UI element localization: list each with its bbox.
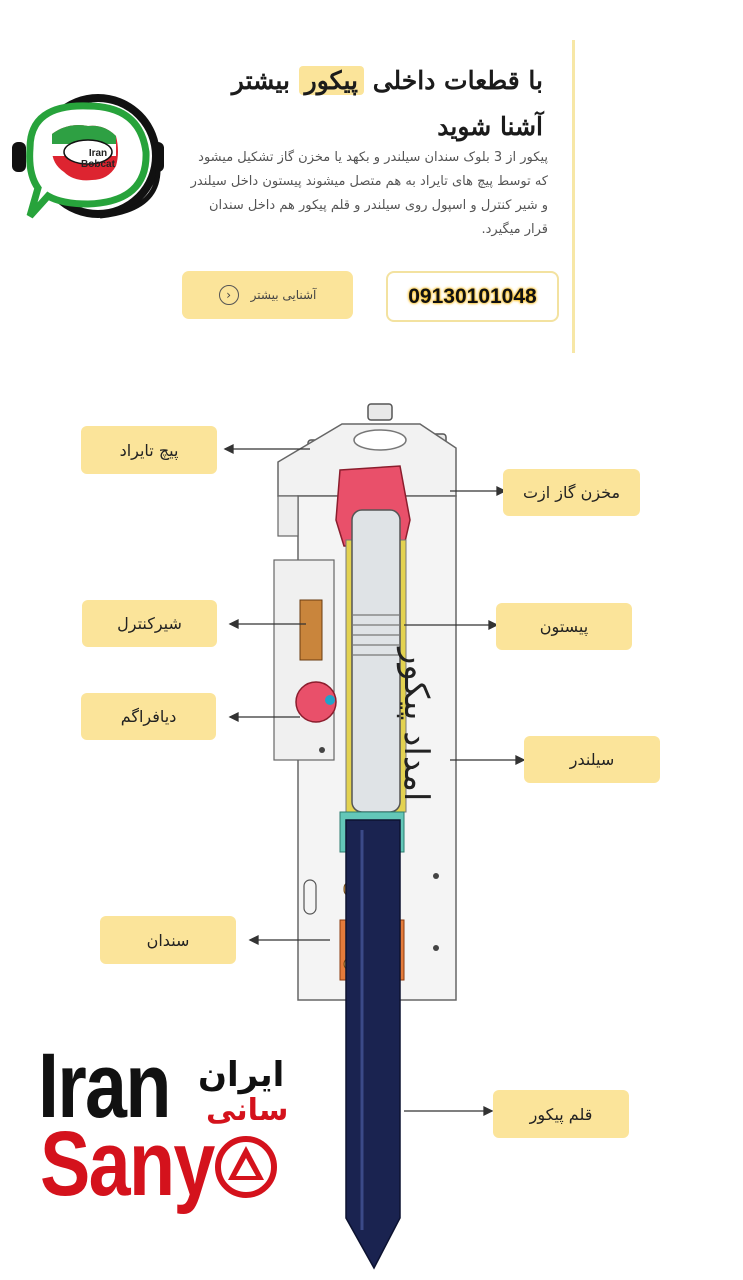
- label-gas-chamber: مخزن گاز ازت: [503, 469, 640, 516]
- chevron-left-icon: ‹: [218, 285, 239, 305]
- label-tie-rod: پیچ تایراد: [81, 426, 217, 474]
- learn-more-label: آشنایی بیشتر: [250, 288, 317, 302]
- label-piston: پیستون: [496, 603, 632, 650]
- phone-number: 09130101048: [408, 284, 537, 308]
- piston-rings: [352, 614, 400, 656]
- title-part-2: بیشتر آشنا شوید: [231, 66, 543, 141]
- brand-sany-latin: Sany: [40, 1113, 215, 1215]
- headset-icon: [12, 94, 164, 219]
- brand-iran-farsi: ایران: [198, 1055, 285, 1095]
- label-control-valve: شیرکنترل: [82, 600, 217, 647]
- title-highlight: پیکور: [298, 66, 364, 95]
- brand-sany-farsi: سانی: [206, 1093, 289, 1128]
- diagram-watermark: امداد پیکور: [396, 648, 436, 802]
- title-part-1: با قطعات داخلی: [372, 66, 543, 95]
- label-cylinder: سیلندر: [524, 736, 660, 783]
- brand-iran-latin: Iran: [38, 1035, 171, 1137]
- leader-lines: [223, 443, 526, 1117]
- label-anvil: سندان: [100, 916, 236, 964]
- logo-text-bobcat: Bobcat: [81, 159, 115, 170]
- phone-number-button[interactable]: 09130101048: [386, 271, 559, 322]
- learn-more-button[interactable]: آشنایی بیشتر ‹: [182, 271, 353, 319]
- label-chisel: قلم پیکور: [493, 1090, 629, 1138]
- logo-text-iran: Iran: [88, 148, 108, 159]
- iran-bobcat-logo: [8, 92, 168, 252]
- divider-line: [572, 40, 575, 353]
- page-title: با قطعات داخلی پیکور بیشتر آشنا شوید: [213, 58, 543, 150]
- label-diaphragm: دیافراگم: [81, 693, 216, 740]
- intro-description: پیکور از 3 بلوک سندان سیلندر و بکهد یا م…: [190, 150, 548, 237]
- sany-logo-icon: [215, 1136, 277, 1198]
